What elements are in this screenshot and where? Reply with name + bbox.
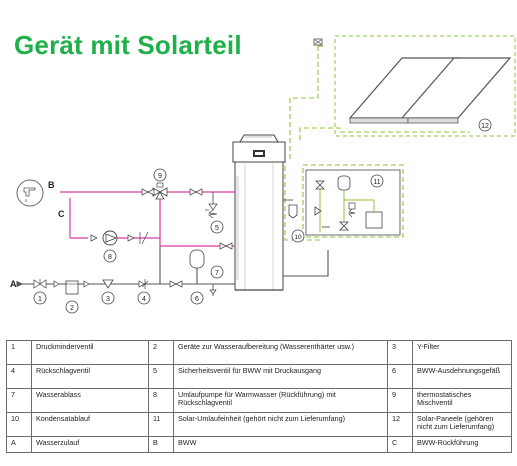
svg-text:2: 2 bbox=[70, 305, 74, 312]
svg-text:6: 6 bbox=[195, 296, 199, 303]
legend-text: Solar-Umlaufeinheit (gehört nicht zum Li… bbox=[173, 412, 388, 437]
svg-text:12: 12 bbox=[481, 123, 489, 130]
y-filter bbox=[102, 279, 114, 289]
heat-pump-water-heater bbox=[232, 134, 286, 291]
legend-text: Solar-Paneele (gehören nicht zum Lieferu… bbox=[412, 412, 512, 437]
condensate-drain bbox=[283, 199, 298, 219]
label-A: A bbox=[10, 279, 17, 289]
label-8: 8 bbox=[103, 249, 117, 263]
safety-valve bbox=[205, 192, 218, 219]
legend-text: thermostatisches Mischventil bbox=[412, 388, 512, 413]
faucet-icon bbox=[16, 179, 44, 207]
cold-inline-valve bbox=[169, 280, 183, 288]
label-5: 5 bbox=[210, 220, 224, 234]
svg-text:4: 4 bbox=[142, 296, 146, 303]
legend-number: 3 bbox=[387, 340, 413, 365]
legend-number: 8 bbox=[148, 388, 174, 413]
label-2: 2 bbox=[65, 300, 79, 314]
legend-text: Y-Filter bbox=[412, 340, 512, 365]
label-7: 7 bbox=[210, 265, 224, 279]
legend-number: 9 bbox=[387, 388, 413, 413]
svg-text:9: 9 bbox=[158, 173, 162, 180]
svg-text:5: 5 bbox=[215, 225, 219, 232]
label-4: 4 bbox=[137, 291, 151, 305]
label-10: 10 bbox=[291, 229, 305, 243]
page-title: Gerät mit Solarteil bbox=[14, 30, 242, 60]
svg-text:1: 1 bbox=[38, 296, 42, 303]
water-treatment bbox=[53, 280, 90, 295]
legend-text: Geräte zur Wasseraufbereitung (Wasserent… bbox=[173, 340, 388, 365]
legend-text: Druckminderventil bbox=[31, 340, 149, 365]
legend-text: Sicherheitsventil für BWW mit Druckausga… bbox=[173, 364, 388, 389]
legend-number: 12 bbox=[387, 412, 413, 437]
legend-number: B bbox=[148, 436, 174, 453]
svg-text:7: 7 bbox=[215, 270, 219, 277]
legend-text: Wasserzulauf bbox=[31, 436, 149, 453]
legend-text: BWW-Rückführung bbox=[412, 436, 512, 453]
solar-panels bbox=[334, 35, 516, 137]
legend-text: BWW-Ausdehnungsgefäß bbox=[412, 364, 512, 389]
solar-circulation-unit bbox=[305, 169, 401, 236]
legend-number: A bbox=[6, 436, 32, 453]
label-3: 3 bbox=[101, 291, 115, 305]
legend-number: 10 bbox=[6, 412, 32, 437]
svg-text:11: 11 bbox=[373, 179, 380, 186]
legend-number: 6 bbox=[387, 364, 413, 389]
legend-text: BWW bbox=[173, 436, 388, 453]
vent-icon bbox=[313, 38, 323, 46]
legend-number: 1 bbox=[6, 340, 32, 365]
legend-number: 5 bbox=[148, 364, 174, 389]
circulation-pump bbox=[90, 230, 160, 246]
label-B: B bbox=[48, 180, 55, 190]
label-C: C bbox=[58, 209, 65, 219]
hydraulic-diagram: 12 bbox=[10, 35, 516, 314]
legend-number: 4 bbox=[6, 364, 32, 389]
label-9: 9 bbox=[153, 168, 167, 182]
check-valve bbox=[138, 279, 149, 289]
legend-number: 7 bbox=[6, 388, 32, 413]
label-12: 12 bbox=[478, 118, 492, 132]
legend-text: Kondensatablauf bbox=[31, 412, 149, 437]
pressure-reducer bbox=[33, 279, 47, 289]
legend-text: Wasserablass bbox=[31, 388, 149, 413]
expansion-vessel bbox=[189, 249, 205, 269]
solar-lines bbox=[284, 45, 470, 241]
legend-text: Rückschlagventil bbox=[31, 364, 149, 389]
mixing-valve bbox=[152, 182, 168, 200]
svg-text:10: 10 bbox=[294, 234, 302, 241]
legend-number: 11 bbox=[148, 412, 174, 437]
legend-number: 2 bbox=[148, 340, 174, 365]
svg-text:3: 3 bbox=[106, 296, 110, 303]
svg-text:8: 8 bbox=[108, 254, 112, 261]
drain-valve bbox=[209, 284, 217, 296]
legend-text: Umlaufpumpe für Warmwasser (Rückführung)… bbox=[173, 388, 388, 413]
label-11: 11 bbox=[370, 174, 384, 188]
legend-number: C bbox=[387, 436, 413, 453]
label-1: 1 bbox=[33, 291, 47, 305]
label-6: 6 bbox=[190, 291, 204, 305]
hot-line-valves bbox=[141, 188, 233, 250]
